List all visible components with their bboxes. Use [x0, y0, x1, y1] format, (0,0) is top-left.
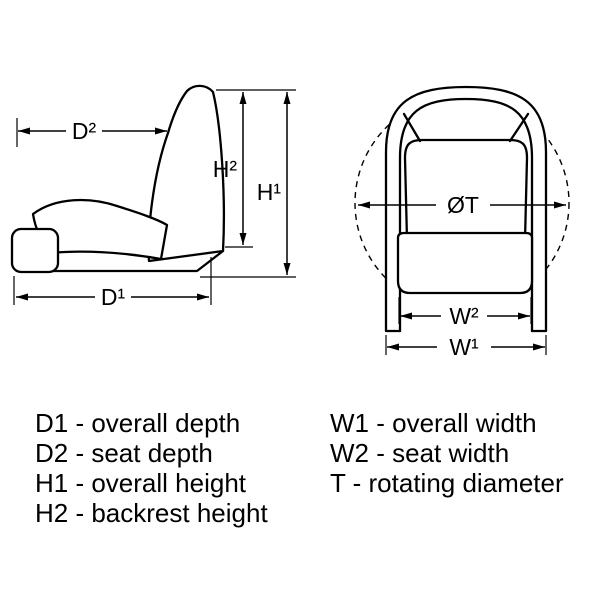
w1-label: W¹	[449, 334, 479, 360]
side-base-outline	[48, 249, 225, 273]
side-front-bolster-outline	[10, 227, 60, 274]
dimension-t: ØT	[358, 192, 566, 218]
legend-right-column: W1 - overall width W2 - seat width T - r…	[330, 408, 564, 498]
front-frame-inner-outline	[398, 97, 534, 333]
dimension-d1: D¹	[13, 257, 212, 310]
d2-label: D²	[72, 118, 97, 144]
legend-item-w2: W2 - seat width	[330, 438, 509, 468]
front-backrest-left-seam	[402, 112, 422, 143]
legend-item-d1: D1 - overall depth	[35, 408, 240, 438]
legend-item-t: T - rotating diameter	[330, 468, 564, 498]
h1-label: H¹	[257, 179, 282, 205]
seat-front-view: ØT W² W¹	[354, 85, 570, 360]
legend-item-h1: H1 - overall height	[35, 468, 247, 498]
legend-item-d2: D2 - seat depth	[35, 438, 213, 468]
dimension-w1: W¹	[385, 334, 547, 360]
dimension-w2: W²	[398, 297, 532, 329]
h2-label: H²	[213, 156, 238, 182]
legend-left-column: D1 - overall depth D2 - seat depth H1 - …	[35, 408, 268, 528]
dimension-d2: D²	[16, 118, 167, 147]
t-label: ØT	[447, 192, 479, 218]
d1-label: D¹	[101, 284, 126, 310]
seat-side-view: D² H² H¹ D¹	[10, 84, 296, 310]
front-seat-cushion-outline	[396, 231, 534, 295]
front-backrest-cushion-outline	[403, 138, 529, 242]
legend-item-w1: W1 - overall width	[330, 408, 537, 438]
w2-label: W²	[449, 303, 479, 329]
dimension-h2: H²	[213, 92, 253, 248]
legend: D1 - overall depth D2 - seat depth H1 - …	[35, 408, 564, 528]
dimension-h1: H¹	[200, 92, 296, 278]
legend-item-h2: H2 - backrest height	[35, 498, 268, 528]
front-backrest-right-seam	[508, 112, 530, 143]
